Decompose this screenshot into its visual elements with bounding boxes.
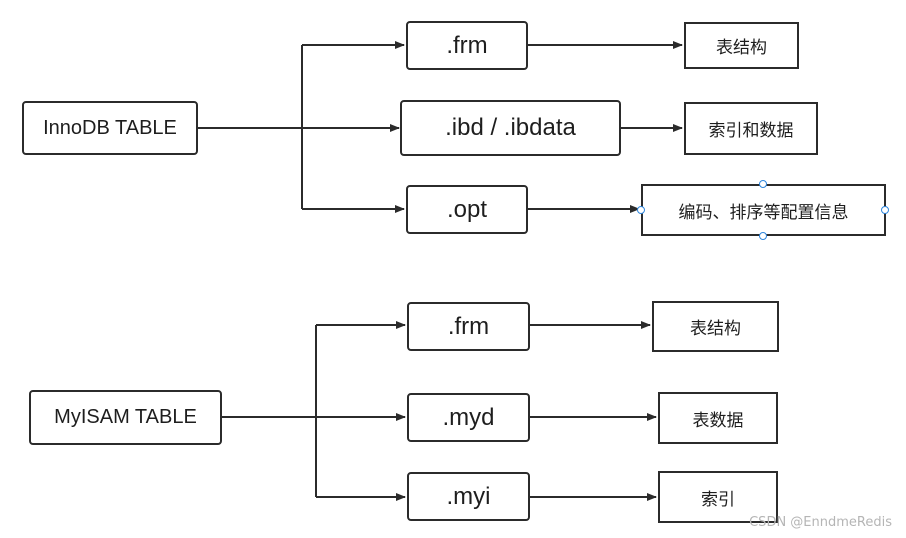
innodb-opt-desc-box: 编码、排序等配置信息 [641, 184, 886, 236]
myisam-myd-label: .myd [442, 403, 495, 431]
myisam-myd-box: .myd [407, 393, 530, 442]
myisam-table-box: MyISAM TABLE [29, 390, 222, 445]
myisam-myi-label: .myi [446, 482, 491, 510]
innodb-ibd-label: .ibd / .ibdata [445, 114, 576, 141]
innodb-opt-desc: 编码、排序等配置信息 [678, 202, 849, 223]
selection-handle-left[interactable] [637, 206, 645, 214]
innodb-ibd-desc-box: 索引和数据 [684, 102, 818, 155]
myisam-myd-desc-box: 表数据 [658, 392, 778, 444]
innodb-table-box: InnoDB TABLE [22, 101, 198, 155]
myisam-myd-desc: 表数据 [692, 410, 744, 431]
innodb-frm-desc: 表结构 [716, 38, 767, 58]
myisam-frm-desc-box: 表结构 [652, 301, 779, 352]
innodb-opt-label: .opt [446, 195, 488, 223]
myisam-frm-desc: 表结构 [690, 319, 741, 339]
watermark: CSDN @EnndmeRedis [749, 515, 892, 530]
innodb-ibd-box: .ibd / .ibdata [400, 100, 621, 156]
innodb-frm-label: .frm [446, 31, 488, 59]
myisam-myi-desc: 索引 [701, 489, 735, 510]
innodb-opt-box: .opt [406, 185, 528, 234]
myisam-frm-box: .frm [407, 302, 530, 351]
innodb-table-label: InnoDB TABLE [43, 116, 177, 139]
myisam-table-label: MyISAM TABLE [54, 406, 197, 428]
innodb-ibd-desc: 索引和数据 [708, 121, 794, 141]
selection-handle-top[interactable] [759, 180, 767, 188]
selection-handle-right[interactable] [881, 206, 889, 214]
myisam-myi-desc-box: 索引 [658, 471, 778, 523]
innodb-frm-desc-box: 表结构 [684, 22, 799, 69]
selection-handle-bottom[interactable] [759, 232, 767, 240]
myisam-myi-box: .myi [407, 472, 530, 521]
myisam-frm-label: .frm [447, 312, 490, 340]
innodb-frm-box: .frm [406, 21, 528, 70]
